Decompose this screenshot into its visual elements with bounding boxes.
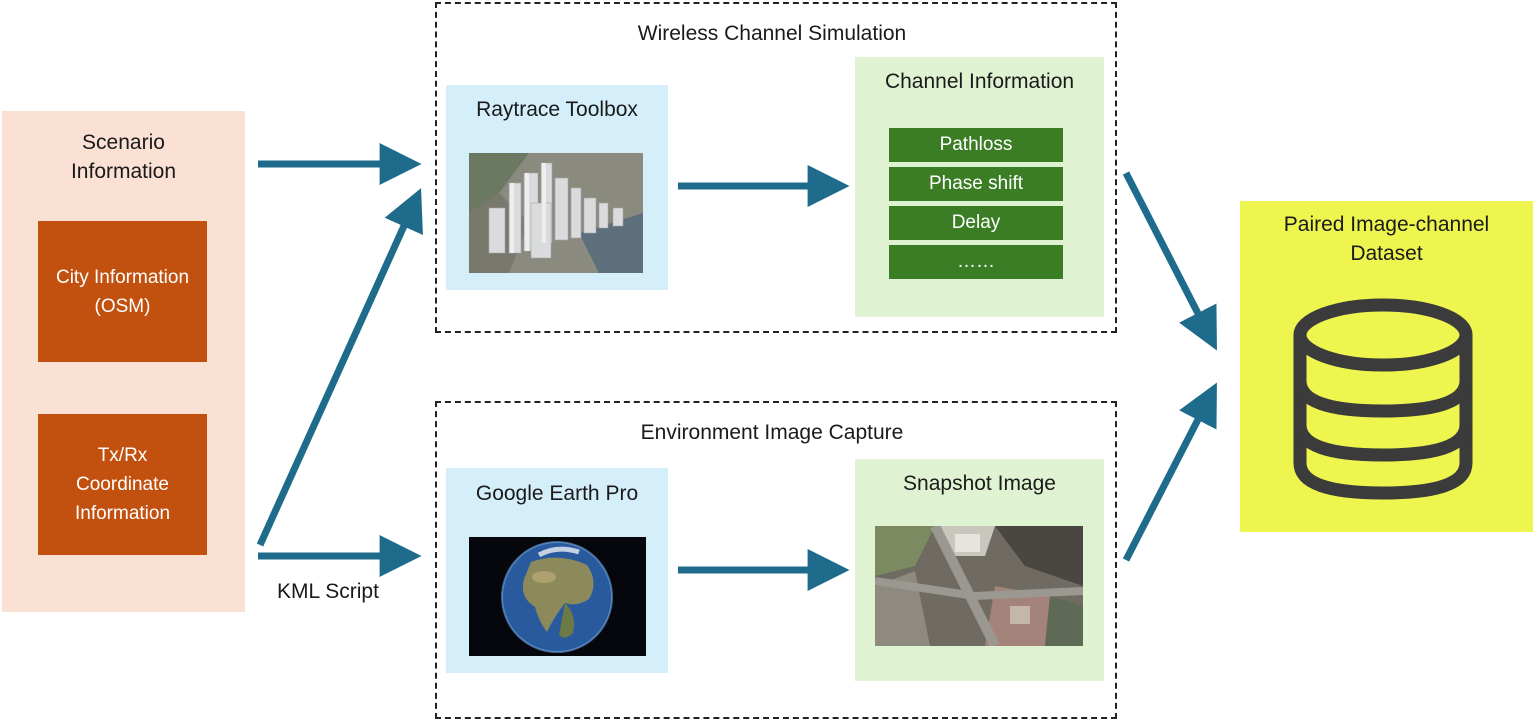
- channel-item-more: ……: [889, 245, 1063, 279]
- capture-title: Environment Image Capture: [640, 421, 904, 444]
- arrow-coords-to-raytrace: [256, 188, 423, 547]
- google-earth-title: Google Earth Pro: [475, 482, 639, 505]
- simulation-group: [435, 2, 1117, 333]
- arrow-channel-to-dataset: [1122, 171, 1217, 351]
- raytrace-title: Raytrace Toolbox: [476, 98, 638, 121]
- database-icon: [1293, 298, 1473, 500]
- dataset-title: Paired Image-channel Dataset: [1283, 213, 1490, 265]
- coordinate-information-box: Tx/Rx Coordinate Information: [38, 414, 207, 555]
- aerial-snapshot-image: [875, 526, 1083, 646]
- channel-item-pathloss: Pathloss: [889, 128, 1063, 162]
- channel-item-delay: Delay: [889, 206, 1063, 240]
- capture-group: [435, 401, 1117, 719]
- channel-item-phase-shift: Phase shift: [889, 167, 1063, 201]
- kml-script-label: KML Script: [277, 580, 379, 603]
- channel-information-title: Channel Information: [884, 70, 1075, 93]
- globe-image: [469, 537, 646, 656]
- city-information-box: City Information (OSM): [38, 221, 207, 362]
- scenario-title: Scenario Information: [70, 131, 177, 183]
- city-3d-model-image: [469, 153, 643, 273]
- snapshot-title: Snapshot Image: [903, 472, 1056, 495]
- simulation-title: Wireless Channel Simulation: [637, 22, 907, 45]
- arrow-snapshot-to-dataset: [1122, 382, 1217, 562]
